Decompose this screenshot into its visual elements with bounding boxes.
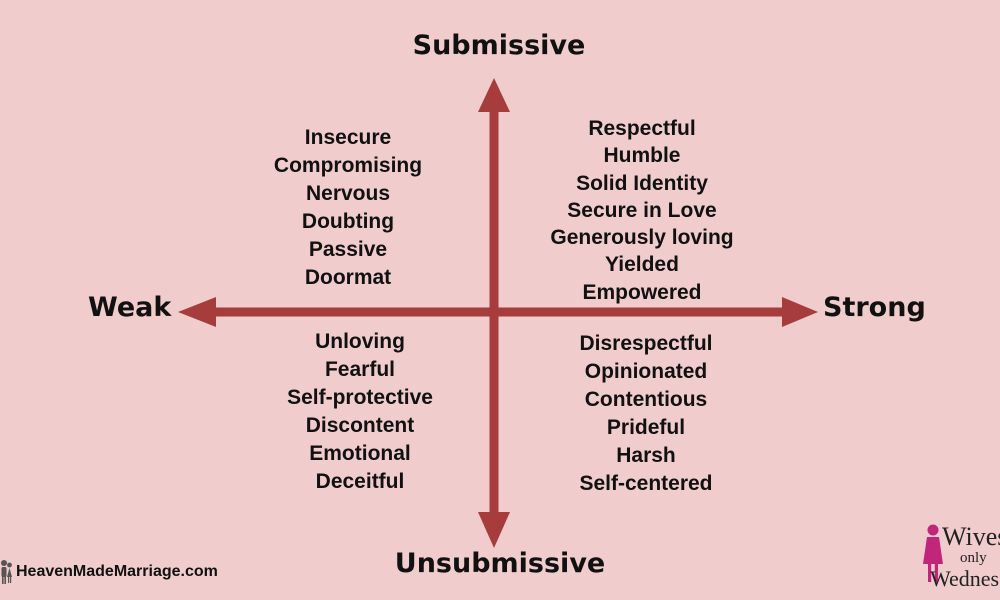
quadrant-item: Passive: [308, 238, 388, 261]
quadrant-item: Fearful: [324, 358, 395, 381]
woman-figure-icon: [923, 524, 943, 582]
quadrant-item: Respectful: [588, 117, 696, 140]
quadrant-item: Generously loving: [550, 226, 734, 250]
quadrant-item: Doubting: [301, 210, 395, 233]
left-arrowhead: [178, 297, 216, 327]
right-arrowhead: [782, 297, 818, 327]
quadrant-item: Self-protective: [287, 386, 433, 409]
quadrant-item: Insecure: [304, 126, 392, 149]
axis-label-top-text: Submissive: [412, 30, 586, 61]
quadrant-item: Solid Identity: [576, 171, 708, 195]
quadrant-item: Emotional: [309, 442, 411, 465]
quadrant-item: Empowered: [582, 280, 702, 304]
quadrant-top-right: Respectful Humble Solid Identity Secure …: [520, 115, 764, 311]
quadrant-top-left: Insecure Compromising Nervous Doubting P…: [230, 124, 466, 292]
logo-text-line3: Wednesday: [930, 566, 1000, 591]
up-arrowhead: [478, 78, 510, 112]
quadrant-item: Nervous: [305, 182, 391, 205]
axis-label-bottom: Unsubmissive: [394, 548, 606, 579]
quadrant-item: Compromising: [273, 154, 423, 177]
quadrant-item: Discontent: [305, 414, 415, 437]
quadrant-item: Self-centered: [579, 472, 713, 495]
logo-text-line1: Wives: [942, 522, 1000, 551]
quadrant-bottom-right: Disrespectful Opinionated Contentious Pr…: [530, 330, 762, 498]
axis-label-top: Submissive: [0, 30, 1000, 61]
quadrant-item: Deceitful: [315, 470, 405, 493]
quadrant-item: Doormat: [304, 266, 392, 289]
quadrant-item: Contentious: [584, 388, 708, 411]
couple-figures-icon: [1, 560, 12, 584]
quadrant-item: Harsh: [616, 444, 676, 467]
axis-label-right: Strong: [823, 292, 926, 323]
quadrant-item: Yielded: [605, 253, 679, 277]
logo-text-line2: only: [960, 550, 987, 566]
quadrant-item: Prideful: [606, 416, 686, 439]
brand-left: HeavenMadeMarriage.com: [0, 558, 218, 586]
axis-label-left: Weak: [88, 292, 172, 323]
down-arrowhead: [478, 512, 510, 548]
quadrant-item: Humble: [603, 144, 681, 168]
quadrant-item: Unloving: [315, 330, 405, 353]
quadrant-bottom-left: Unloving Fearful Self-protective Discont…: [240, 328, 480, 496]
quadrant-item: Opinionated: [584, 360, 708, 383]
quadrant-item: Disrespectful: [579, 332, 713, 355]
brand-left-text: HeavenMadeMarriage.com: [16, 563, 218, 580]
quadrant-item: Secure in Love: [567, 198, 717, 222]
horizontal-axis-line: [210, 307, 790, 317]
brand-right-logo: Wives only Wednesday: [920, 522, 1000, 592]
